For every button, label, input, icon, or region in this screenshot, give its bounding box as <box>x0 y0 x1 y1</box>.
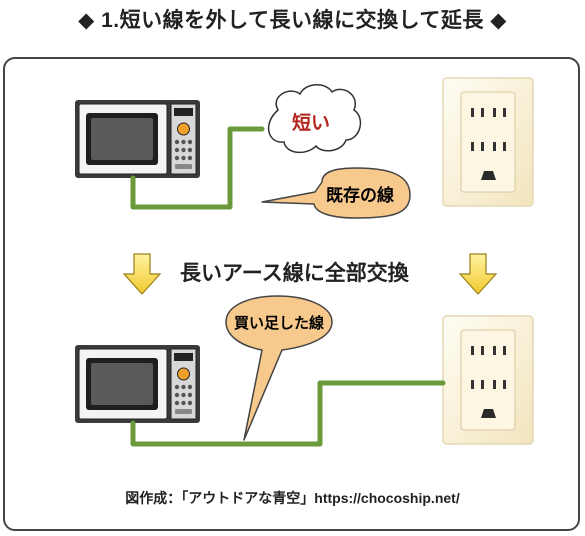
bought-wire-callout <box>225 295 333 441</box>
outlet-top <box>442 77 534 207</box>
existing-wire-callout <box>261 167 411 219</box>
long-wire <box>130 380 446 447</box>
credit-line: 図作成：「アウトドアな青空」https://chocoship.net/ <box>125 490 460 506</box>
cloud-label: 短い <box>292 111 330 134</box>
down-arrow-left <box>123 253 161 295</box>
short-wire <box>130 126 265 210</box>
microwave-bottom <box>74 344 201 424</box>
diagram-frame <box>3 57 580 531</box>
microwave-top <box>74 99 201 179</box>
bought-wire-label: 買い足した線 <box>234 314 324 332</box>
down-arrow-right <box>459 253 497 295</box>
outlet-bottom <box>442 315 534 445</box>
cloud-bubble <box>267 84 362 154</box>
existing-wire-label: 既存の線 <box>326 185 394 205</box>
page-title: ◆ 1.短い線を外して長い線に交換して延長 ◆ <box>78 9 507 32</box>
middle-label: 長いアース線に全部交換 <box>180 262 409 285</box>
